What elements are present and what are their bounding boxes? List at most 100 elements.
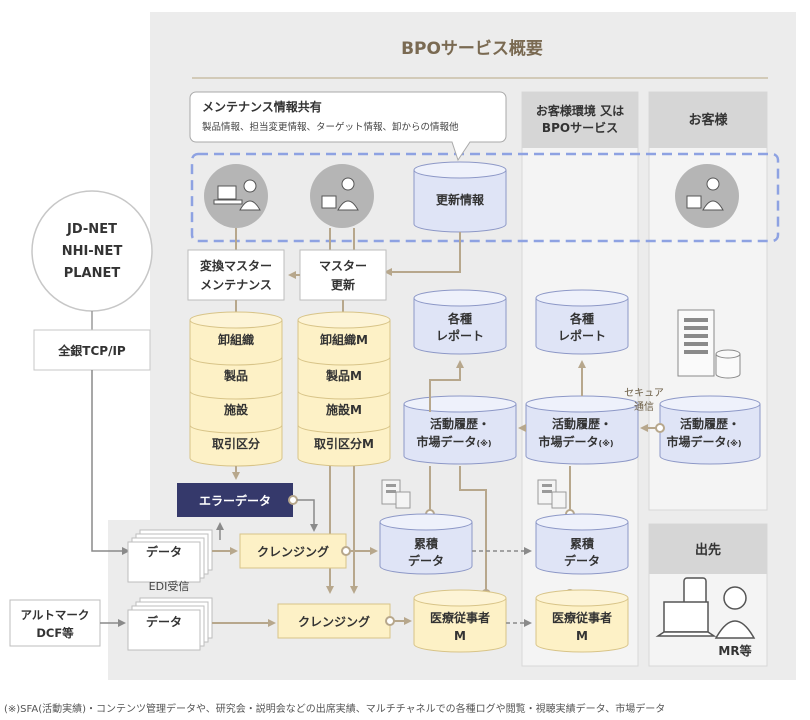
operator-icon-3 xyxy=(675,164,739,228)
master-update-box xyxy=(299,249,387,301)
medical-a-db xyxy=(413,589,507,653)
db-right-item-4: 取引区分M xyxy=(314,436,374,451)
network-line2: NHI-NET xyxy=(62,244,123,259)
maintenance-band xyxy=(190,152,780,243)
report-a-line2: レポート xyxy=(436,328,484,343)
db-left-item-1: 卸組織 xyxy=(218,332,254,347)
activity-c-line2: 市場データ(※) xyxy=(666,434,741,449)
convert-master-box xyxy=(187,249,285,301)
report-b-line1: 各種 xyxy=(569,311,594,326)
activity-c-note: (※) xyxy=(726,438,741,448)
operator-icon-2 xyxy=(310,164,374,228)
update-info-label: 更新情報 xyxy=(436,192,485,207)
db-right xyxy=(297,311,391,467)
master-update-line2: 更新 xyxy=(331,277,355,292)
report-b-line2: レポート xyxy=(558,328,606,343)
accum-b-line1: 累積 xyxy=(570,536,595,551)
report-a-db xyxy=(413,289,507,355)
mr-label: MR等 xyxy=(718,643,751,658)
medical-a-to-activity xyxy=(459,466,487,594)
medical-a-line1: 医療従事者 xyxy=(430,610,490,625)
page-title: BPOサービス概要 xyxy=(401,38,543,59)
activity-a-note: (※) xyxy=(476,438,491,448)
activity-a-line2: 市場データ(※) xyxy=(416,434,491,449)
env-header-line1: お客様環境 又は xyxy=(536,103,624,118)
server-icon-c xyxy=(677,309,741,379)
customer-header: お客様 xyxy=(688,112,728,128)
destination-column-header xyxy=(649,524,767,574)
activity-c-line1: 活動履歴・ xyxy=(680,416,740,431)
secure-line1: セキュア xyxy=(624,387,664,399)
activity-a-to-report xyxy=(429,360,464,412)
edi-receive-label: EDI受信 xyxy=(149,580,190,593)
db-left xyxy=(189,311,283,467)
activity-a-db xyxy=(403,395,517,465)
maintenance-subtitle: 製品情報、担当変更情報、ターゲット情報、卸からの情報他 xyxy=(202,121,459,133)
accum-a-db xyxy=(379,513,473,575)
db-left-item-3: 施設 xyxy=(224,402,249,417)
cleansing-top-node xyxy=(341,546,351,556)
cleansing-bottom-box xyxy=(277,603,391,639)
customer-column-header xyxy=(649,92,767,148)
db-left-item-2: 製品 xyxy=(223,368,248,383)
network-line3: PLANET xyxy=(64,266,121,281)
cleansing-top-label: クレンジング xyxy=(257,544,329,559)
operator-icon-1 xyxy=(204,164,268,228)
accum-a-line2: データ xyxy=(408,553,444,568)
medical-b-db xyxy=(535,589,629,653)
activity-b-db xyxy=(525,395,639,465)
network-box-label: 全銀TCP/IP xyxy=(57,343,126,358)
activity-c-line2-main: 市場データ xyxy=(666,434,726,449)
env-column xyxy=(521,91,639,667)
update-info-db xyxy=(413,161,507,233)
activity-b-note: (※) xyxy=(598,438,613,448)
altmark-data-stack xyxy=(127,597,213,651)
medical-b-line2: M xyxy=(576,629,588,643)
convert-master-line2: メンテナンス xyxy=(200,278,272,292)
error-to-cleansing xyxy=(297,499,318,532)
report-a-line1: 各種 xyxy=(447,311,472,326)
db-right-item-3: 施設M xyxy=(326,402,362,417)
error-data-node xyxy=(288,495,298,505)
convert-master-line1: 変換マスター xyxy=(200,258,272,273)
error-data-box xyxy=(177,483,293,517)
altmark-box xyxy=(9,599,101,647)
master-update-line1: マスター xyxy=(319,259,367,273)
activity-b-line1: 活動履歴・ xyxy=(552,416,612,431)
error-data-label: エラーデータ xyxy=(199,493,271,508)
maintenance-title: メンテナンス情報共有 xyxy=(202,99,322,114)
network-box xyxy=(33,329,151,371)
accum-a-line1: 累積 xyxy=(414,536,439,551)
env-column-header xyxy=(522,92,638,148)
env-header-line2: BPOサービス xyxy=(542,120,618,135)
mr-devices-icon xyxy=(655,577,756,639)
report-b-db xyxy=(535,289,629,355)
altmark-data-label: データ xyxy=(146,614,182,629)
cleansing-bottom-node xyxy=(385,616,395,626)
activity-b-line2-main: 市場データ xyxy=(538,434,598,449)
maintenance-bubble xyxy=(189,91,507,162)
cleansing-bottom-label: クレンジング xyxy=(298,614,370,629)
network-line1: JD-NET xyxy=(66,222,117,237)
secure-line2: 通信 xyxy=(634,401,654,413)
activity-c-node xyxy=(655,423,665,433)
activity-a-line1: 活動履歴・ xyxy=(430,416,490,431)
activity-a-line2-main: 市場データ xyxy=(416,434,476,449)
db-left-item-4: 取引区分 xyxy=(212,436,260,451)
destination-header: 出先 xyxy=(695,542,721,558)
medical-b-line1: 医療従事者 xyxy=(552,610,612,625)
server-icon-a xyxy=(381,479,411,509)
edi-data-label: データ xyxy=(146,544,182,559)
server-icon-b xyxy=(537,479,567,509)
db-right-item-2: 製品M xyxy=(325,368,362,383)
footnote: (※)SFA(活動実績)・コンテンツ管理データや、研究会・説明会などの出席実績、… xyxy=(4,704,666,715)
update-to-master xyxy=(384,232,461,276)
accum-b-line2: データ xyxy=(564,553,600,568)
accum-b-db xyxy=(535,513,629,575)
medical-a-line2: M xyxy=(454,629,466,643)
network-to-edi xyxy=(91,370,130,555)
activity-c-db xyxy=(659,395,761,465)
edi-data-stack xyxy=(127,529,213,583)
altmark-line2: DCF等 xyxy=(36,626,74,640)
